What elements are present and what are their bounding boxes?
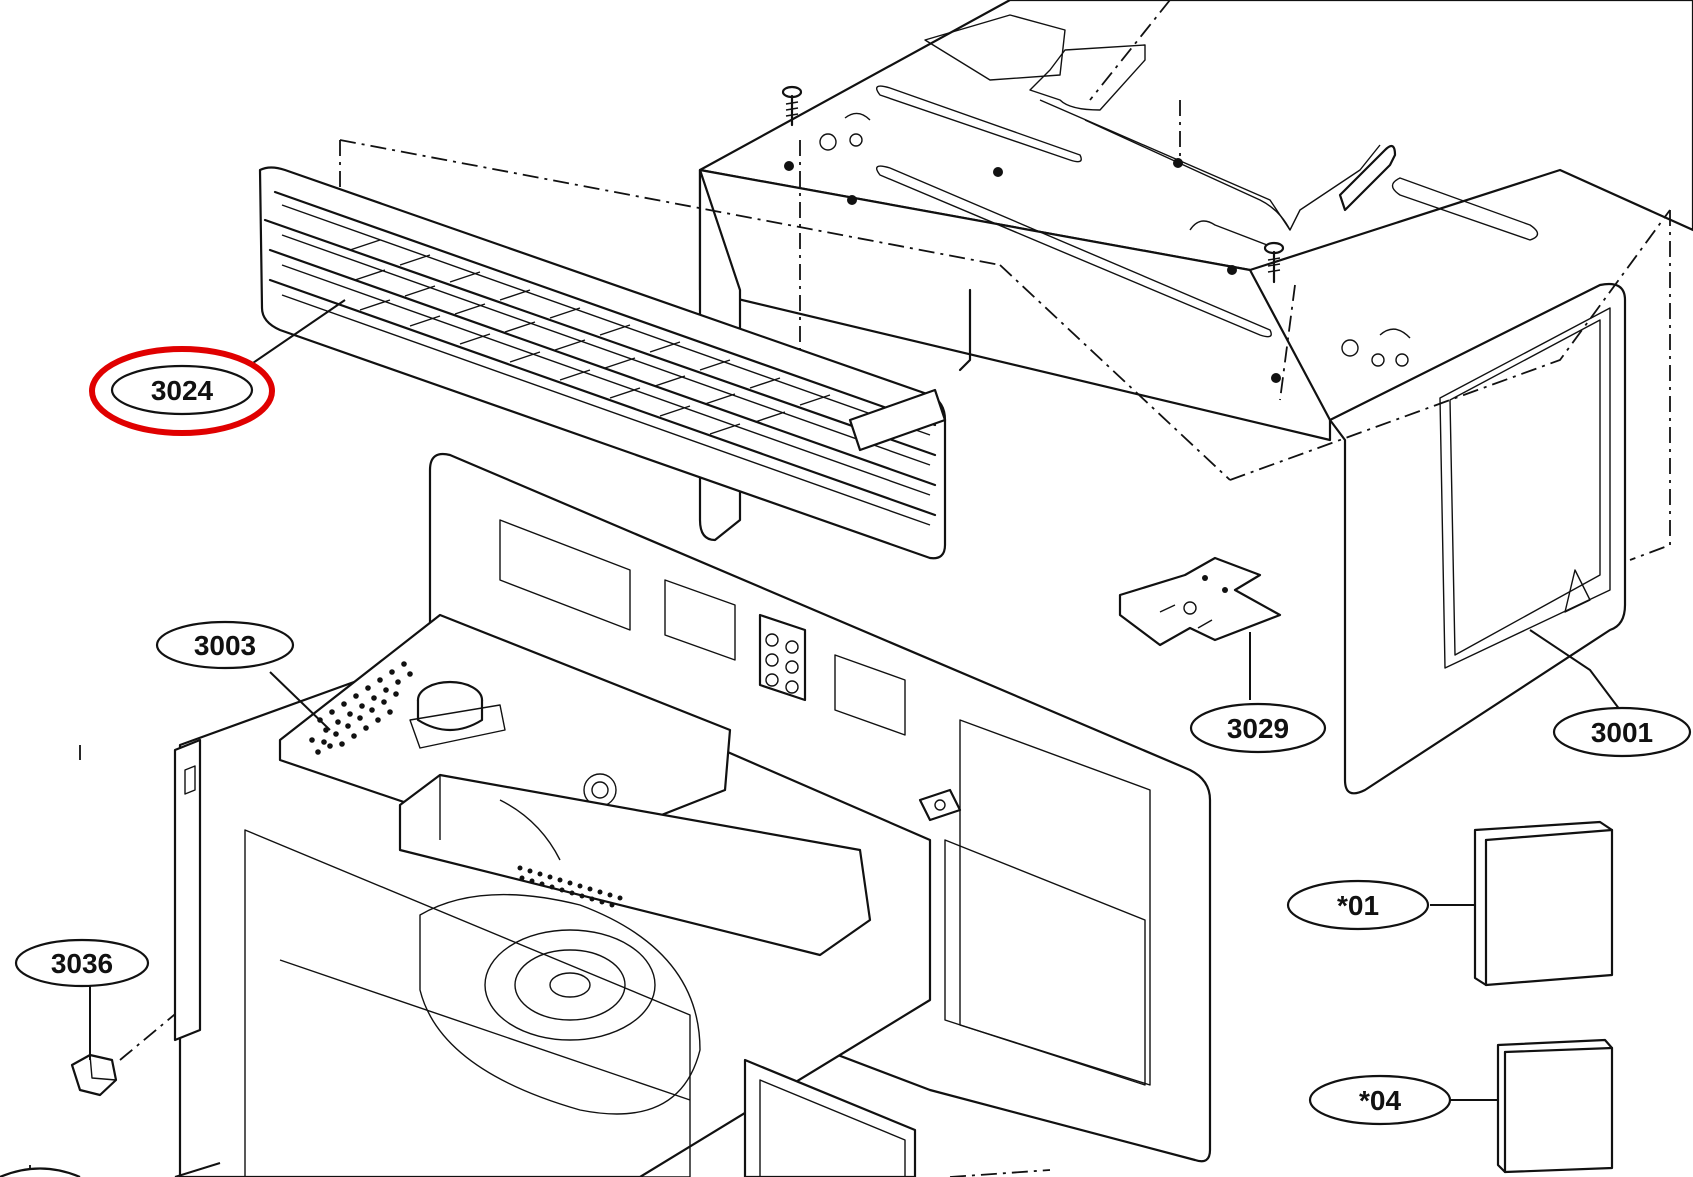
screw-top-left [781,85,803,127]
callout-3029-label: 3029 [1227,713,1289,744]
callout-3001-label: 3001 [1591,717,1653,748]
callout-3024-label: 3024 [151,375,214,406]
mounting-bracket-part [1118,556,1282,647]
callout-3029: 3029 [1189,702,1327,754]
callout-04: *04 [1308,1074,1452,1126]
callout-3003: 3003 [155,620,295,670]
highlight-circle [89,346,275,436]
callout-3024: 3024 [89,346,275,436]
manual-booklet-04 [1496,1038,1614,1174]
callout-04-label: *04 [1359,1085,1401,1116]
callout-3036-label: 3036 [51,948,113,979]
manual-booklet-01 [1473,820,1614,987]
callout-3001: 3001 [1552,706,1692,758]
vent-grille-part [258,166,947,560]
callout-01: *01 [1286,879,1430,931]
callout-3036: 3036 [14,938,150,988]
outer-cabinet-part [698,0,1693,795]
callout-partial-offscreen [0,1167,81,1177]
callout-01-label: *01 [1337,890,1379,921]
callout-3003-label: 3003 [194,630,256,661]
door-latch-part [70,1053,118,1097]
inner-cavity-part [173,452,1212,1177]
screw-top-right [1263,241,1285,284]
leader-lines [89,299,1621,1177]
